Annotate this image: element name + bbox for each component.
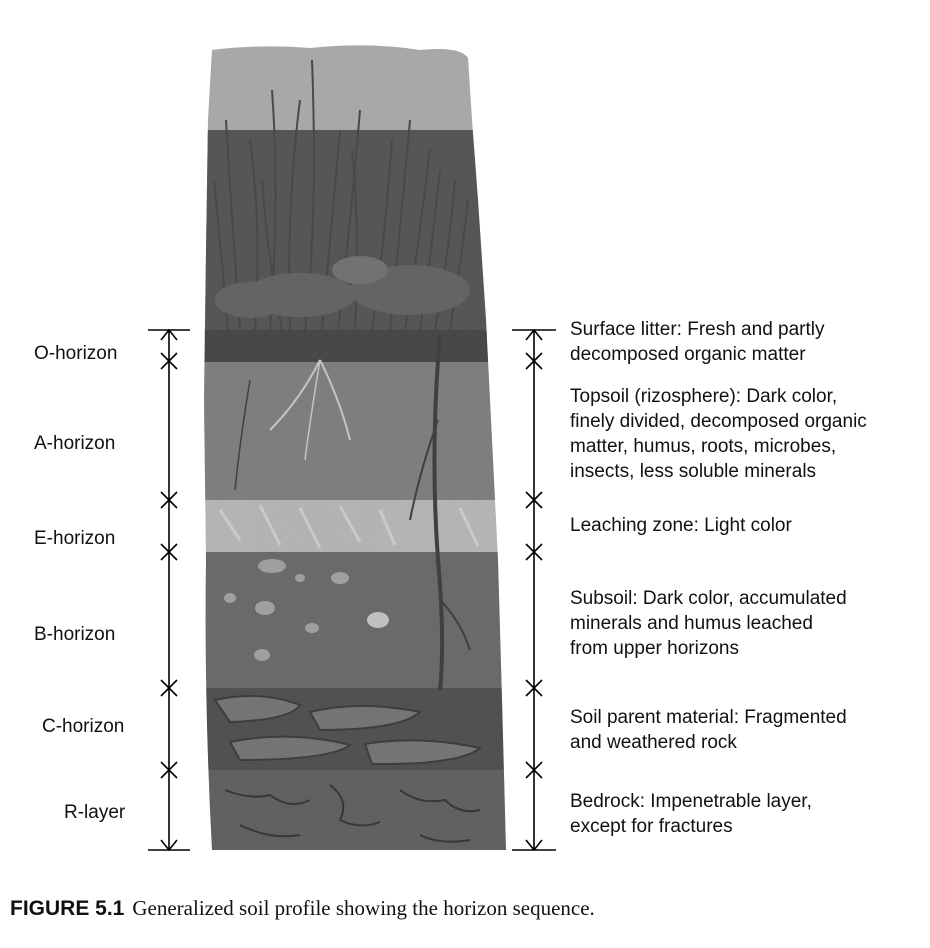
left-horizon-rails (148, 328, 190, 852)
horizon-description-o: Surface litter: Fresh and partly decompo… (570, 317, 825, 367)
figure-number: FIGURE 5.1 (10, 897, 125, 920)
caption-text: Generalized soil profile showing the hor… (132, 896, 595, 920)
horizon-description-e: Leaching zone: Light color (570, 513, 792, 538)
figure-caption: FIGURE 5.1 Generalized soil profile showi… (10, 896, 595, 921)
horizon-label-e: E-horizon (34, 528, 116, 549)
horizon-label-c: C-horizon (42, 716, 125, 737)
soil-column (204, 45, 506, 850)
description-line: minerals and humus leached (570, 613, 813, 634)
description-line: insects, less soluble minerals (570, 461, 817, 482)
horizon-description-c: Soil parent material: Fragmented and wea… (570, 705, 847, 755)
description-line: from upper horizons (570, 638, 739, 659)
horizon-description-a: Topsoil (rizosphere): Dark color, finely… (570, 384, 867, 484)
description-line: decomposed organic matter (570, 344, 806, 365)
description-line: finely divided, decomposed organic (570, 411, 867, 432)
right-horizon-rails (512, 328, 556, 852)
description-line: Surface litter: Fresh and partly (570, 319, 825, 340)
description-line: except for fractures (570, 816, 733, 837)
description-line: and weathered rock (570, 732, 737, 753)
horizon-label-a: A-horizon (34, 433, 116, 454)
horizon-description-r: Bedrock: Impenetrable layer, except for … (570, 789, 812, 839)
horizon-label-r: R-layer (64, 802, 126, 823)
description-line: matter, humus, roots, microbes, (570, 436, 837, 457)
description-line: Bedrock: Impenetrable layer, (570, 791, 812, 812)
horizon-description-b: Subsoil: Dark color, accumulated mineral… (570, 586, 847, 661)
horizon-label-b: B-horizon (34, 624, 116, 645)
description-line: Subsoil: Dark color, accumulated (570, 588, 847, 609)
description-line: Soil parent material: Fragmented (570, 707, 847, 728)
description-line: Topsoil (rizosphere): Dark color, (570, 386, 838, 407)
horizon-label-o: O-horizon (34, 343, 118, 364)
description-line: Leaching zone: Light color (570, 515, 792, 536)
